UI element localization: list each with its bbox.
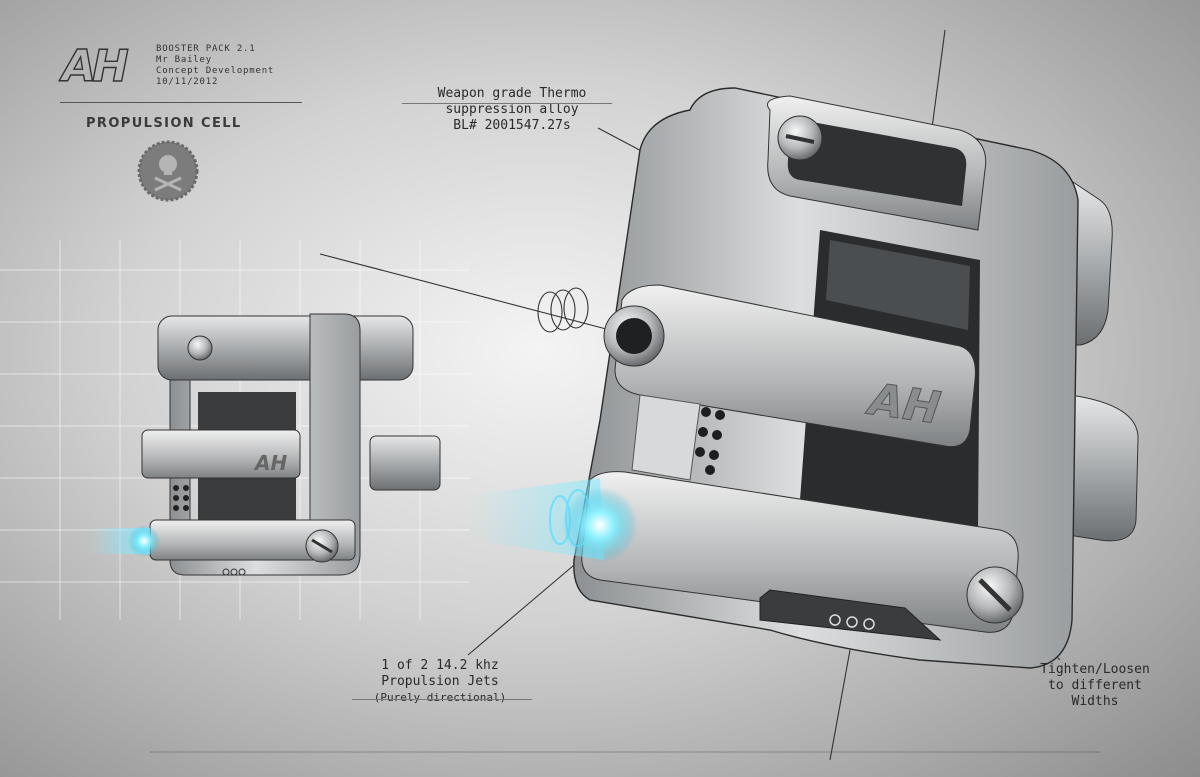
jets-note-line-2: Propulsion Jets — [381, 674, 499, 689]
material-underline — [402, 103, 612, 104]
large-device-logo: AH — [863, 374, 943, 435]
section-title: PROPULSION CELL — [86, 116, 242, 131]
strap-note-line-1: Tighten/Loosen — [1040, 662, 1150, 677]
skull-crossbones-icon — [137, 140, 199, 202]
jets-underline — [352, 699, 532, 700]
brand-logo: AH — [61, 41, 129, 92]
large-jet-glow — [562, 487, 638, 563]
jets-note-line-3: (Purely directional) — [373, 691, 507, 704]
large-vent-holes — [695, 407, 725, 475]
small-vent-holes — [173, 485, 189, 511]
title-rule — [60, 102, 302, 103]
small-device-view: AH — [90, 313, 441, 576]
meta-project: BOOSTER PACK 2.1 — [156, 44, 256, 54]
large-device-view: AH — [470, 87, 1139, 669]
material-note: Weapon grade Thermo suppression alloy BL… — [398, 86, 626, 134]
meta-date: 10/11/2012 — [156, 77, 219, 87]
jets-note-line-1: 1 of 2 14.2 khz — [381, 658, 499, 673]
material-note-line-1: Weapon grade Thermo — [437, 86, 587, 101]
material-note-line-3: BL# 2001547.27s — [453, 118, 571, 133]
small-device-logo: AH — [253, 451, 287, 475]
strap-note: Tighten/Loosen to different Widths — [1035, 662, 1155, 710]
meta-author: Mr Bailey — [156, 55, 212, 65]
strap-note-line-2: to different — [1048, 678, 1142, 693]
meta-phase: Concept Development — [156, 66, 275, 76]
jets-note: 1 of 2 14.2 khz Propulsion Jets (Purely … — [345, 658, 535, 706]
strap-note-line-3: Widths — [1071, 694, 1119, 709]
material-note-line-2: suppression alloy — [445, 102, 579, 117]
small-jet-glow — [128, 525, 160, 557]
